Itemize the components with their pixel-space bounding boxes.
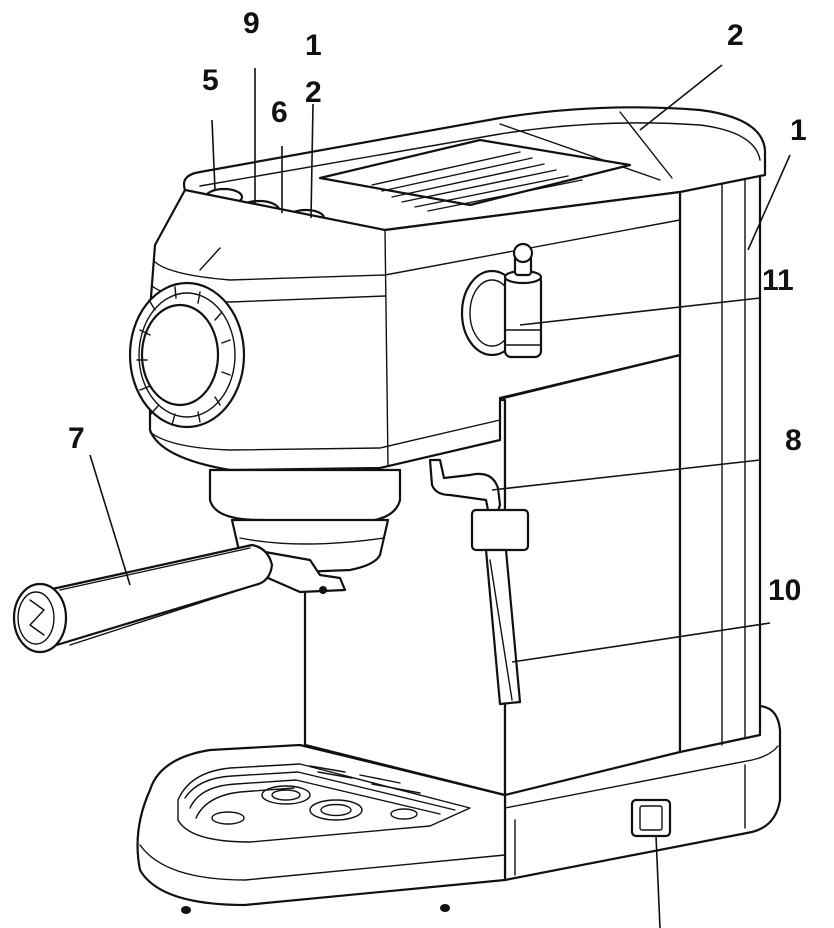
- callout-10: 10: [768, 574, 801, 607]
- callout-1-top: 1: [305, 29, 322, 62]
- callout-7: 7: [68, 422, 85, 455]
- leader-lines: [89, 64, 791, 928]
- power-switch: [630, 798, 672, 838]
- portafilter: [12, 543, 347, 654]
- callout-6: 6: [271, 96, 288, 129]
- drip-tray: [136, 743, 507, 914]
- pressure-gauge: [128, 281, 246, 429]
- callout-8: 8: [785, 424, 802, 457]
- steam-knob: [460, 242, 543, 359]
- steam-wand: [428, 458, 530, 706]
- callout-5: 5: [202, 64, 219, 97]
- callout-2-right: 2: [727, 19, 744, 52]
- machine-head: [148, 188, 682, 472]
- callout-9: 9: [243, 7, 260, 40]
- callout-2-top: 2: [305, 76, 322, 109]
- callout-11: 11: [762, 264, 794, 297]
- callout-1-right: 1: [790, 114, 807, 147]
- machine-base: [503, 704, 782, 882]
- top-lid: [182, 106, 767, 250]
- callout-labels: 5 9 1 6 2 2 1 11 7 8 10: [68, 7, 807, 607]
